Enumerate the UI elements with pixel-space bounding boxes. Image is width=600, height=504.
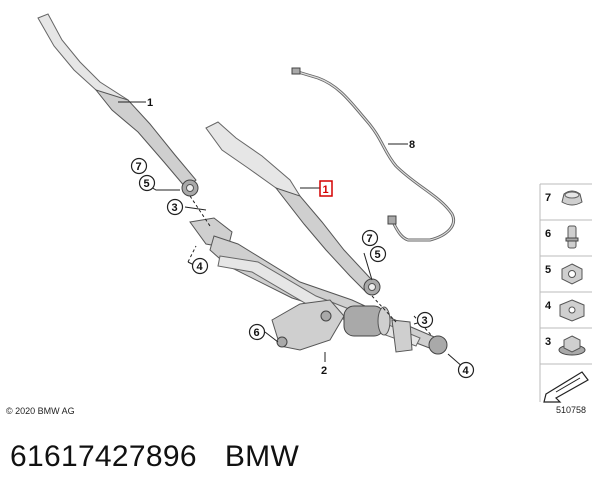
wiper-arm-left	[37, 13, 199, 197]
wiper-arm-right	[205, 121, 381, 296]
part-number: 61617427896	[10, 440, 197, 473]
legend-row-3[interactable]: 3	[545, 335, 586, 356]
legend-label: 4	[545, 300, 552, 312]
legend-row-7[interactable]: 7	[545, 190, 583, 206]
callout-label: 5	[375, 249, 381, 261]
part-footer: 61617427896 BMW	[10, 440, 299, 474]
callout-label: 8	[409, 139, 415, 151]
legend-arrow	[543, 371, 589, 403]
callout-label: 1	[323, 184, 329, 196]
brand-name: BMW	[224, 440, 300, 473]
callout-label: 7	[136, 161, 142, 173]
callout-label: 2	[321, 365, 327, 377]
callout-label: 1	[147, 97, 153, 109]
legend-row-4[interactable]: 4	[545, 299, 585, 322]
callout-4-right[interactable]: 4	[457, 361, 475, 379]
callout-label: 7	[367, 233, 373, 245]
drawing-number: 510758	[556, 405, 587, 415]
callout-7-right[interactable]: 7	[361, 229, 379, 247]
legend-label: 7	[545, 192, 551, 204]
legend-label: 6	[545, 228, 551, 240]
legend-row-5[interactable]: 5	[545, 263, 583, 285]
callout-3-left[interactable]: 3	[166, 198, 184, 216]
callout-label: 3	[172, 202, 178, 214]
callout-6[interactable]: 6	[248, 323, 266, 341]
callout-label: 6	[254, 327, 260, 339]
callout-5-right[interactable]: 5	[369, 245, 387, 263]
callout-label: 4	[197, 261, 204, 273]
callout-label: 5	[144, 178, 150, 190]
callout-1-highlighted[interactable]: 1	[319, 180, 333, 197]
legend-label: 5	[545, 264, 551, 276]
callout-label: 3	[422, 315, 428, 327]
callout-3-right[interactable]: 3	[416, 311, 434, 329]
callout-4-left[interactable]: 4	[191, 257, 209, 275]
wiper-linkage	[189, 217, 448, 355]
callout-8[interactable]: 8	[409, 139, 415, 151]
stud-icon	[567, 225, 577, 249]
callout-1-left[interactable]: 1	[147, 97, 153, 109]
callout-7-left[interactable]: 7	[130, 157, 148, 175]
callout-5-left[interactable]: 5	[138, 174, 156, 192]
legend-row-6[interactable]: 6	[545, 225, 579, 249]
copyright-text: © 2020 BMW AG	[6, 406, 75, 416]
highlight-box	[319, 180, 333, 197]
arrow-icon	[543, 371, 589, 403]
washer-hose	[291, 67, 455, 242]
parts-legend: 7 6 5 4 3	[539, 183, 592, 403]
callout-label: 4	[463, 365, 470, 377]
callout-2[interactable]: 2	[321, 365, 327, 377]
legend-label: 3	[545, 336, 551, 348]
